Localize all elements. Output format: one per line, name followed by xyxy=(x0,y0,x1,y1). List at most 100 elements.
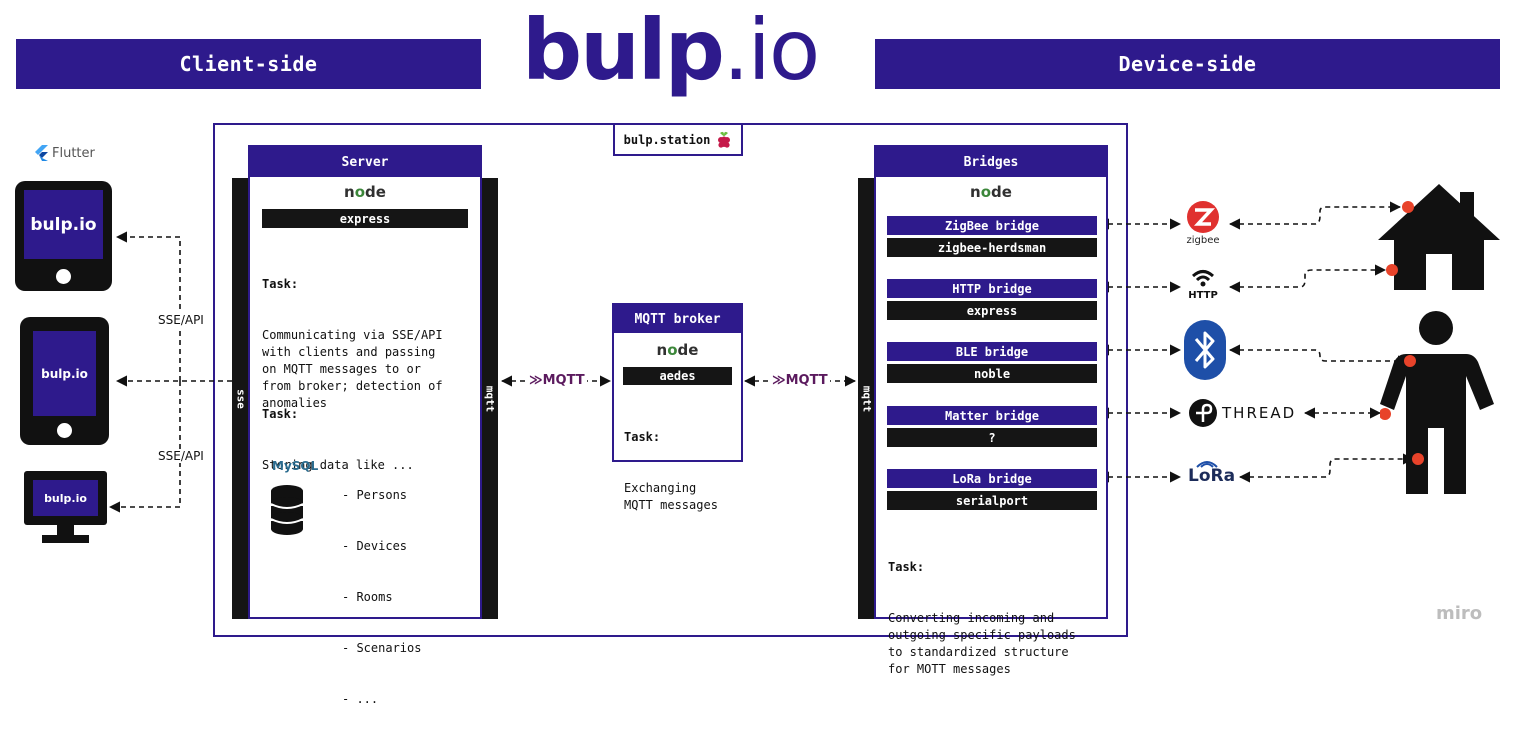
bridge-lib-bar: express xyxy=(887,301,1097,320)
broker-title: MQTT broker xyxy=(614,305,741,333)
bridges-panel: Bridges node ZigBee bridge zigbee-herdsm… xyxy=(874,145,1108,676)
bridge-lib-bar: noble xyxy=(887,364,1097,383)
server-mqtt-bar: mqtt xyxy=(481,178,498,619)
lora-label: LoRa xyxy=(1188,466,1236,486)
bluetooth-icon xyxy=(1184,320,1226,380)
bridge-name-bar: LoRa bridge xyxy=(887,469,1097,488)
monitor-app-label: bulp.io xyxy=(44,491,87,505)
phone-screen: bulp.io xyxy=(33,331,96,416)
bridge-lib-bar: ? xyxy=(887,428,1097,447)
client-side-banner: Client-side xyxy=(16,39,481,89)
bridge-lib: ? xyxy=(988,430,996,445)
tablet-device: bulp.io xyxy=(15,181,112,291)
monitor-base xyxy=(42,535,89,543)
bridges-task: Task: Converting incoming and outgoing s… xyxy=(888,525,1076,712)
protocol-label-bottom: SSE/API xyxy=(158,449,204,463)
link-http-house xyxy=(1228,264,1387,293)
connection-lines xyxy=(108,201,1415,513)
thread-label: THREAD xyxy=(1222,404,1297,422)
server-task1: Task: Communicating via SSE/API with cli… xyxy=(262,242,468,410)
flutter-icon xyxy=(35,145,48,161)
http-label: HTTP xyxy=(1188,290,1218,301)
bridges-mqtt-bar: mqtt xyxy=(858,178,875,619)
device-side-banner: Device-side xyxy=(875,39,1500,89)
mqtt-link-left: ≫MQTT xyxy=(527,373,587,388)
mysql-logo: MySQL xyxy=(272,459,318,473)
raspberry-pi-icon xyxy=(718,131,731,148)
bridge-name: BLE bridge xyxy=(955,344,1029,359)
sse-label: sse xyxy=(234,388,247,409)
bridge-name: HTTP bridge xyxy=(952,281,1032,296)
broker-library-bar: aedes xyxy=(623,367,732,385)
monitor-stand xyxy=(57,525,74,536)
server-task1-text: Communicating via SSE/API with clients a… xyxy=(262,328,443,410)
link-tablet xyxy=(115,231,181,381)
server-task2-label: Task: xyxy=(262,407,299,421)
link-monitor xyxy=(108,381,181,513)
phone-app-label: bulp.io xyxy=(41,366,88,381)
server-sse-bar: sse xyxy=(232,178,249,619)
stored-item: - Scenarios xyxy=(342,641,422,655)
logo-main: bulp xyxy=(522,1,725,99)
bridge-zigbee: ZigBee bridge zigbee-herdsman xyxy=(887,216,1097,257)
bridge-matter: Matter bridge ? xyxy=(887,406,1097,447)
server-task2: Task: Storing data like ... xyxy=(262,372,468,508)
phone-home-button xyxy=(57,423,72,438)
monitor-display: bulp.io xyxy=(33,480,98,516)
bridge-lib-bar: serialport xyxy=(887,491,1097,510)
link-ble-person xyxy=(1228,344,1410,367)
lora-protocol: LoRa xyxy=(1188,458,1238,492)
bridge-lib-bar: zigbee-herdsman xyxy=(887,238,1097,257)
bridges-task-text: Converting incoming and outgoing specifi… xyxy=(888,611,1076,676)
node-logo: node xyxy=(344,183,386,201)
bridge-lib: noble xyxy=(973,366,1011,381)
flutter-label: Flutter xyxy=(34,145,95,161)
http-protocol: HTTP xyxy=(1183,268,1223,304)
bridge-name-bar: ZigBee bridge xyxy=(887,216,1097,235)
lora-waves-icon xyxy=(1196,461,1218,468)
bridge-lib: zigbee-herdsman xyxy=(937,240,1047,255)
broker-library: aedes xyxy=(659,369,696,383)
bridge-name-bar: HTTP bridge xyxy=(887,279,1097,298)
server-panel: Server node express Task: Communicating … xyxy=(248,145,482,706)
bridges-task-label: Task: xyxy=(888,560,925,574)
person-icon xyxy=(1380,311,1494,494)
bridges-mqtt-label: mqtt xyxy=(860,385,873,412)
server-title: Server xyxy=(250,147,480,177)
server-task2-text: Storing data like ... xyxy=(262,458,414,472)
bridge-ble: BLE bridge noble xyxy=(887,342,1097,383)
broker-task-text: Exchanging MQTT messages xyxy=(624,481,718,512)
server-framework-bar: express xyxy=(262,209,468,228)
logo-suffix: .io xyxy=(722,1,820,99)
bridges-title-text: Bridges xyxy=(963,154,1019,170)
server-framework: express xyxy=(339,211,391,226)
mqtt-link-left-text: MQTT xyxy=(542,373,585,388)
zigbee-icon xyxy=(1187,201,1219,233)
node-logo: node xyxy=(656,341,699,359)
flutter-text: Flutter xyxy=(52,145,95,161)
station-label-box: bulp.station xyxy=(613,123,743,156)
thread-protocol: THREAD xyxy=(1188,398,1296,428)
bridge-lib: serialport xyxy=(955,493,1029,508)
station-title: bulp.station xyxy=(623,132,711,147)
monitor-screen: bulp.io xyxy=(24,471,107,525)
wifi-icon xyxy=(1191,270,1215,287)
database-icon xyxy=(270,485,304,535)
miro-watermark: miro xyxy=(1436,603,1483,624)
phone-device: bulp.io xyxy=(20,317,109,445)
bridges-title: Bridges xyxy=(876,147,1106,177)
broker-title-text: MQTT broker xyxy=(634,311,721,327)
mysql-text: MySQL xyxy=(272,459,319,473)
zigbee-label: zigbee xyxy=(1186,235,1220,246)
bridge-http: HTTP bridge express xyxy=(887,279,1097,320)
bulp-logo: bulp.io xyxy=(522,8,842,108)
stored-items-list: - Persons - Devices - Rooms - Scenarios … xyxy=(342,453,421,742)
zigbee-protocol: zigbee xyxy=(1183,200,1223,248)
tablet-app-label: bulp.io xyxy=(30,214,97,235)
node-logo: node xyxy=(970,183,1012,201)
bridge-name: Matter bridge xyxy=(945,408,1039,423)
tablet-home-button xyxy=(56,269,71,284)
bridge-name: LoRa bridge xyxy=(952,471,1032,486)
server-title-text: Server xyxy=(341,154,389,170)
bridge-name-bar: Matter bridge xyxy=(887,406,1097,425)
